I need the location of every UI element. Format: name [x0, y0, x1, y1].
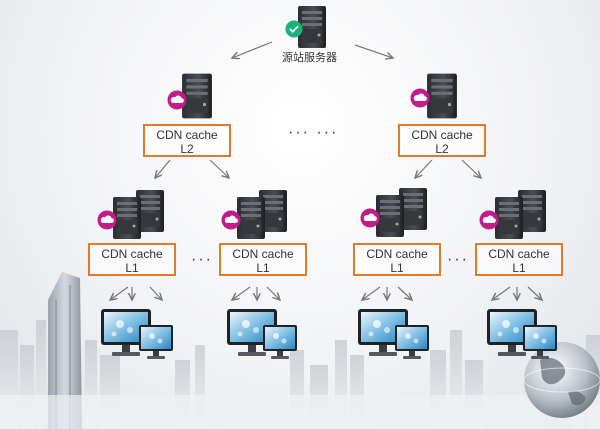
- arrow: [527, 286, 542, 300]
- node-level: L1: [390, 261, 404, 275]
- cdn-l1-node-4: CDN cache L1: [475, 243, 563, 276]
- node-level: L1: [512, 261, 526, 275]
- cdn-l1-node-3: CDN cache L1: [353, 243, 441, 276]
- l1-ellipsis-right: ···: [447, 251, 469, 268]
- globe-graphic: [523, 342, 600, 418]
- node-level: L2: [435, 142, 449, 156]
- monitor-pair-icon: [227, 309, 297, 359]
- arrow: [362, 286, 381, 300]
- arrow: [232, 41, 273, 58]
- arrow: [110, 286, 129, 300]
- node-title: CDN cache: [488, 247, 550, 261]
- l1-ellipsis-left: ···: [191, 251, 213, 268]
- monitor-pair-icon: [101, 309, 173, 359]
- cdn-l2-node-right: CDN cache L2: [398, 124, 486, 157]
- arrow: [397, 286, 412, 300]
- node-title: CDN cache: [232, 247, 294, 261]
- arrow: [415, 159, 433, 178]
- origin-server-label: 源站服务器: [282, 51, 337, 64]
- node-level: L2: [180, 142, 194, 156]
- node-title: CDN cache: [366, 247, 428, 261]
- node-title: CDN cache: [411, 128, 473, 142]
- node-title: CDN cache: [101, 247, 163, 261]
- cdn-l1-node-1: CDN cache L1: [88, 243, 176, 276]
- cdn-l1-node-2: CDN cache L1: [219, 243, 307, 276]
- arrow: [155, 159, 171, 178]
- l2-ellipsis: ··· ···: [288, 124, 339, 141]
- monitor-pair-icon: [358, 309, 429, 359]
- arrow: [266, 286, 280, 300]
- arrow: [461, 159, 481, 178]
- monitor-pair-icon: [487, 309, 557, 359]
- node-level: L1: [256, 261, 270, 275]
- cdn-l2-node-left: CDN cache L2: [143, 124, 231, 157]
- arrow: [209, 159, 229, 178]
- arrow: [492, 286, 511, 300]
- node-title: CDN cache: [156, 128, 218, 142]
- node-level: L1: [125, 261, 139, 275]
- arrow: [232, 286, 251, 300]
- arrow: [354, 44, 393, 58]
- arrow: [149, 286, 162, 300]
